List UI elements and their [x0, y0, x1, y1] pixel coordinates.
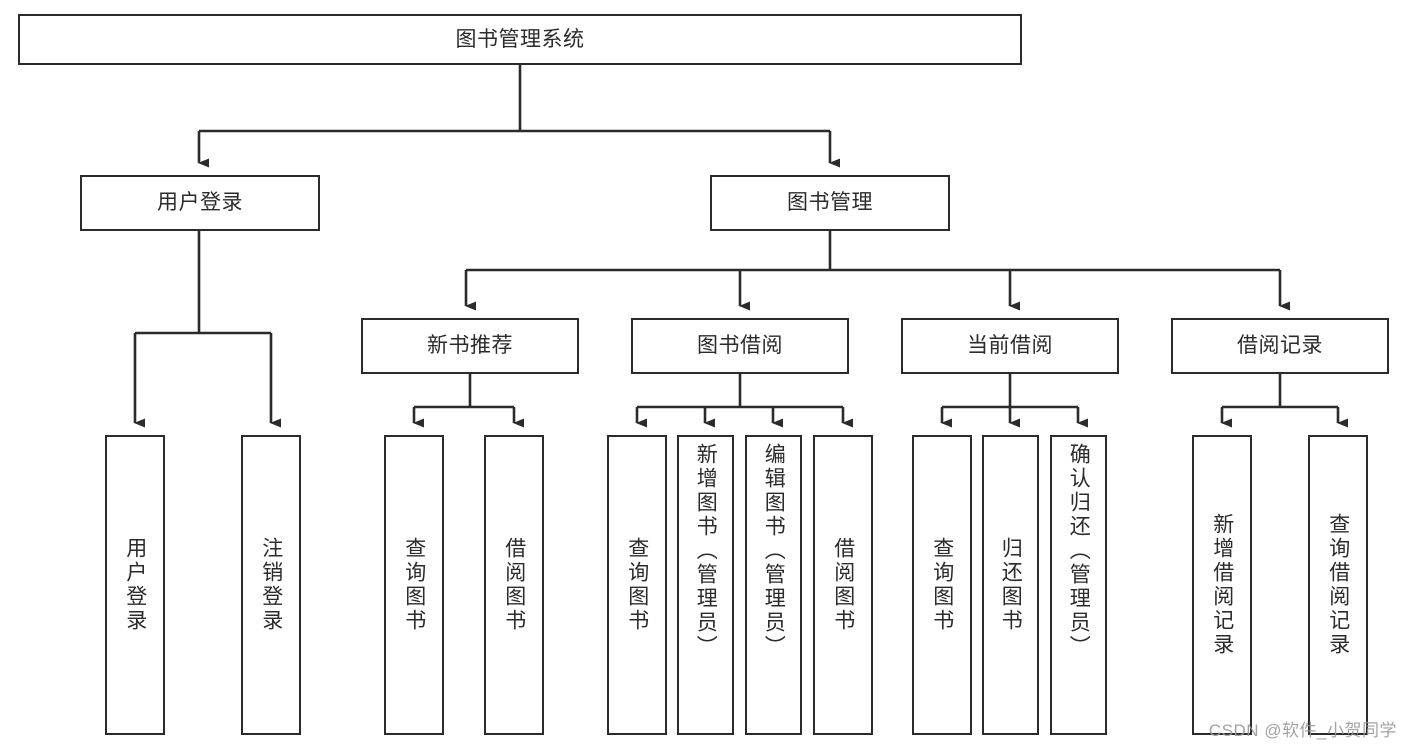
node-label: 查询借阅记录 — [1326, 513, 1350, 657]
node-book-management[interactable]: 图书管理 — [710, 175, 950, 231]
node-label: 借阅图书 — [502, 537, 526, 633]
leaf-user-logout[interactable]: 注销登录 — [241, 435, 301, 735]
leaf-query-book-current[interactable]: 查询图书 — [912, 435, 972, 735]
leaf-add-borrow-record[interactable]: 新增借阅记录 — [1192, 435, 1252, 735]
leaf-borrow-book[interactable]: 借阅图书 — [813, 435, 873, 735]
leaf-confirm-return-admin[interactable]: 确认归还（管理员） — [1050, 435, 1107, 735]
node-label: 借阅记录 — [1237, 334, 1323, 358]
leaf-borrow-book-recommend[interactable]: 借阅图书 — [484, 435, 544, 735]
node-label: 图书借阅 — [697, 334, 783, 358]
leaf-query-borrow-record[interactable]: 查询借阅记录 — [1308, 435, 1368, 735]
node-label: 编辑图书（管理员） — [762, 443, 786, 659]
leaf-edit-book-admin[interactable]: 编辑图书（管理员） — [745, 435, 802, 735]
node-new-book-recommend[interactable]: 新书推荐 — [361, 318, 579, 374]
node-user-login[interactable]: 用户登录 — [80, 175, 320, 231]
leaf-query-book-recommend[interactable]: 查询图书 — [384, 435, 444, 735]
node-borrow-record[interactable]: 借阅记录 — [1171, 318, 1389, 374]
node-label: 当前借阅 — [967, 334, 1053, 358]
node-book-borrow[interactable]: 图书借阅 — [631, 318, 849, 374]
leaf-user-login[interactable]: 用户登录 — [105, 435, 165, 735]
node-label: 图书管理 — [787, 191, 873, 215]
node-label: 新书推荐 — [427, 334, 513, 358]
node-label: 新增图书（管理员） — [694, 443, 718, 659]
node-label: 查询图书 — [930, 537, 954, 633]
node-label: 借阅图书 — [831, 537, 855, 633]
csdn-watermark: CSDN @软件_小贺同学 — [1208, 721, 1397, 740]
node-label: 用户登录 — [123, 537, 147, 633]
node-label: 确认归还（管理员） — [1067, 443, 1091, 659]
node-label: 图书管理系统 — [455, 27, 585, 51]
node-label: 用户登录 — [157, 191, 243, 215]
node-root-system[interactable]: 图书管理系统 — [18, 14, 1022, 65]
node-current-borrow[interactable]: 当前借阅 — [901, 318, 1119, 374]
leaf-add-book-admin[interactable]: 新增图书（管理员） — [677, 435, 734, 735]
node-label: 新增借阅记录 — [1210, 513, 1234, 657]
leaf-return-book[interactable]: 归还图书 — [982, 435, 1039, 735]
node-label: 查询图书 — [625, 537, 649, 633]
node-label: 归还图书 — [999, 537, 1023, 633]
node-label: 查询图书 — [402, 537, 426, 633]
node-label: 注销登录 — [259, 537, 283, 633]
leaf-query-book-borrow[interactable]: 查询图书 — [607, 435, 667, 735]
